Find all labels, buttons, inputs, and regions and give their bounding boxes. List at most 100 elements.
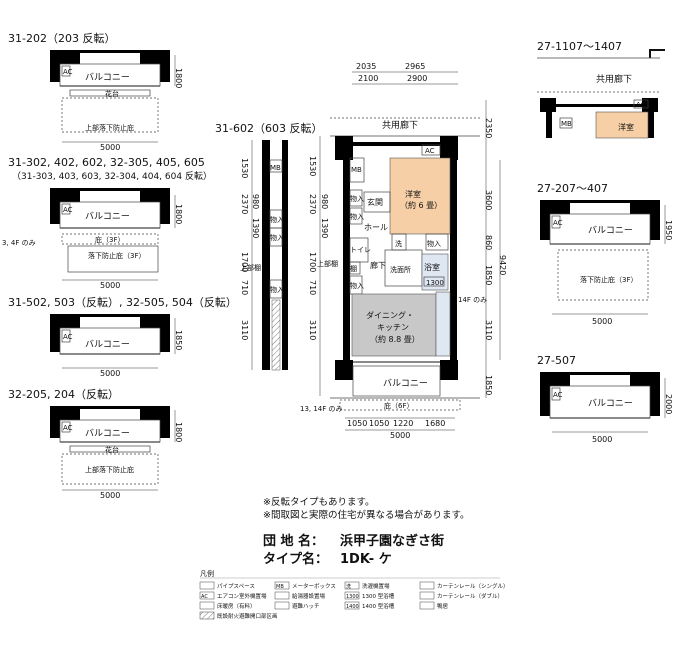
legend-symbol-text: 1300 — [346, 594, 359, 600]
room-label: 洋室 — [618, 122, 634, 132]
variant-code-line2: （31-303, 403, 603, 32-304, 404, 604 反転） — [12, 171, 212, 182]
note-2: ※間取図と実際の住宅が異なる場合があります。 — [263, 509, 470, 521]
legend-symbol-text: 1400 — [346, 604, 359, 610]
legend-item-label: 1400 型浴槽 — [362, 602, 395, 610]
left-dim-6: 710 — [308, 280, 317, 295]
fall-prevention-3f: 落下防止庇（3F） — [88, 251, 145, 260]
type-label: タイプ名： — [263, 551, 328, 567]
variant-31-302: 31-302, 402, 602, 32-305, 405, 605 （31-3… — [2, 156, 212, 290]
bath-size: 1300 — [426, 279, 444, 287]
storage-4: 物入 — [427, 239, 441, 248]
legend-item-label: メーターボックス — [292, 582, 336, 590]
depth-dim: 2000 — [664, 394, 673, 414]
left-dim-3: 980 — [320, 194, 329, 209]
right-dim-6: 1850 — [484, 375, 493, 395]
ac-label: AC — [636, 101, 646, 109]
variant-code: 27-207～407 — [537, 182, 608, 195]
balcony-label: バルコニー — [588, 225, 633, 236]
legend-symbol — [199, 601, 215, 610]
flower-stand: 花台 — [105, 445, 119, 454]
legend-item-label: 避難ハッチ — [292, 602, 320, 610]
legend-symbol-text: MB — [276, 584, 284, 590]
left-dim-4: 1390 — [320, 218, 329, 238]
depth-dim: 1850 — [174, 330, 183, 350]
legend-item-label: カーテンレール（ダブル） — [437, 592, 503, 600]
legend-item-label: 洗濯機置場 — [362, 582, 390, 590]
storage-3: 物入 — [350, 281, 364, 290]
legend-symbol-text: 洗 — [346, 583, 351, 590]
legend-item-label: パイプスペース — [217, 583, 255, 590]
upper-cabinet-label: 上部棚 — [240, 263, 261, 272]
variant-code: 31-502, 503（反転）, 32-505, 504（反転） — [8, 296, 237, 309]
western-room: 洋室 — [405, 189, 421, 199]
left-dim-2: 2370 — [308, 194, 317, 214]
upper-eave-note: 上部落下防止庇 — [85, 465, 134, 474]
washer-label: 洗 — [395, 239, 402, 248]
fall-prevention-note: 落下防止庇（3F） — [580, 275, 637, 284]
legend-symbol — [419, 591, 435, 600]
ac-label: AC — [425, 147, 435, 155]
complex-name: 浜甲子園なぎさ街 — [340, 533, 444, 549]
depth-dim: 1800 — [174, 422, 183, 442]
balcony: バルコニー — [383, 378, 428, 389]
dim-5: 1700 — [240, 252, 249, 272]
ac-label: AC — [553, 391, 563, 399]
bottom-dim-2: 1050 — [369, 419, 389, 428]
dim-2: 2370 — [240, 194, 249, 214]
eave-3f: 庇（3F） — [95, 235, 124, 244]
width-dim: 5000 — [100, 369, 120, 378]
dining-kitchen-size: （約 8.8 畳） — [370, 334, 420, 344]
dim-1: 1530 — [240, 158, 249, 178]
balcony-label: バルコニー — [588, 398, 633, 409]
right-dim-2: 3600 — [484, 190, 493, 210]
legend-symbol — [344, 591, 360, 600]
variant-32-205: 32-205, 204（反転） AC バルコニー 花台 上部落下防止庇 1800… — [8, 388, 183, 500]
hall: ホール — [364, 223, 388, 232]
dim-3: 980 — [251, 194, 260, 209]
legend-item-label: 1300 型浴槽 — [362, 592, 395, 600]
storage-label-2: 物入 — [270, 233, 284, 242]
mb-label: MB — [270, 164, 281, 172]
toilet: トイレ — [350, 246, 371, 254]
legend-item-label: 鴨居 — [437, 602, 449, 610]
left-dim-5: 1700 — [308, 252, 317, 272]
right-total: 9420 — [498, 255, 507, 275]
floor-13-14-note: 13, 14F のみ — [300, 405, 343, 413]
ac-label: AC — [63, 68, 73, 76]
bottom-total: 5000 — [390, 431, 410, 440]
bottom-dim-1: 1050 — [347, 419, 367, 428]
floor-note: 3, 4F のみ — [2, 239, 36, 247]
dining-kitchen-1: ダイニング・ — [366, 310, 414, 320]
legend-symbol — [344, 601, 360, 610]
mb-label: MB — [351, 166, 362, 174]
legend-item-label: 給湯器設置場 — [292, 592, 326, 600]
bottom-dim-3: 1220 — [393, 419, 413, 428]
legend-symbol-text: AC — [201, 594, 208, 600]
note-1: ※反転タイプもあります。 — [263, 497, 375, 508]
shelf: 棚 — [350, 264, 357, 273]
top-dim-3: 2100 — [358, 74, 378, 83]
depth-dim: 1800 — [174, 68, 183, 88]
washroom: 洗面所 — [390, 265, 411, 274]
width-dim: 5000 — [100, 281, 120, 290]
balcony-label: バルコニー — [85, 72, 130, 83]
right-dim-1: 2350 — [484, 118, 493, 138]
bath: 浴室 — [424, 262, 440, 272]
width-dim: 5000 — [592, 317, 612, 326]
upper-eave-note: 上部落下防止庇 — [85, 123, 134, 132]
legend-item-label: エアコン室外機置場 — [217, 592, 267, 600]
western-room-size: （約 6 畳） — [400, 200, 442, 210]
variant-code: 31-602（603 反転） — [215, 122, 322, 135]
width-dim: 5000 — [100, 143, 120, 152]
legend-item-label: 既設耐火避難開口部区画 — [217, 612, 278, 620]
balcony-label: バルコニー — [85, 339, 130, 350]
notes: ※反転タイプもあります。 ※間取図と実際の住宅が異なる場合があります。 — [263, 497, 470, 521]
legend-symbol — [274, 581, 290, 590]
variant-31-602: 31-602（603 反転） MB 物入 物入 物入 上部棚 1530 2370… — [215, 122, 322, 371]
legend-title: 凡例 — [200, 569, 214, 578]
storage-1: 物入 — [350, 194, 364, 203]
variant-code-line1: 31-302, 402, 602, 32-305, 405, 605 — [8, 156, 205, 169]
left-dim-1: 1530 — [308, 156, 317, 176]
flower-stand: 花台 — [105, 89, 119, 98]
legend-symbol — [344, 581, 360, 590]
